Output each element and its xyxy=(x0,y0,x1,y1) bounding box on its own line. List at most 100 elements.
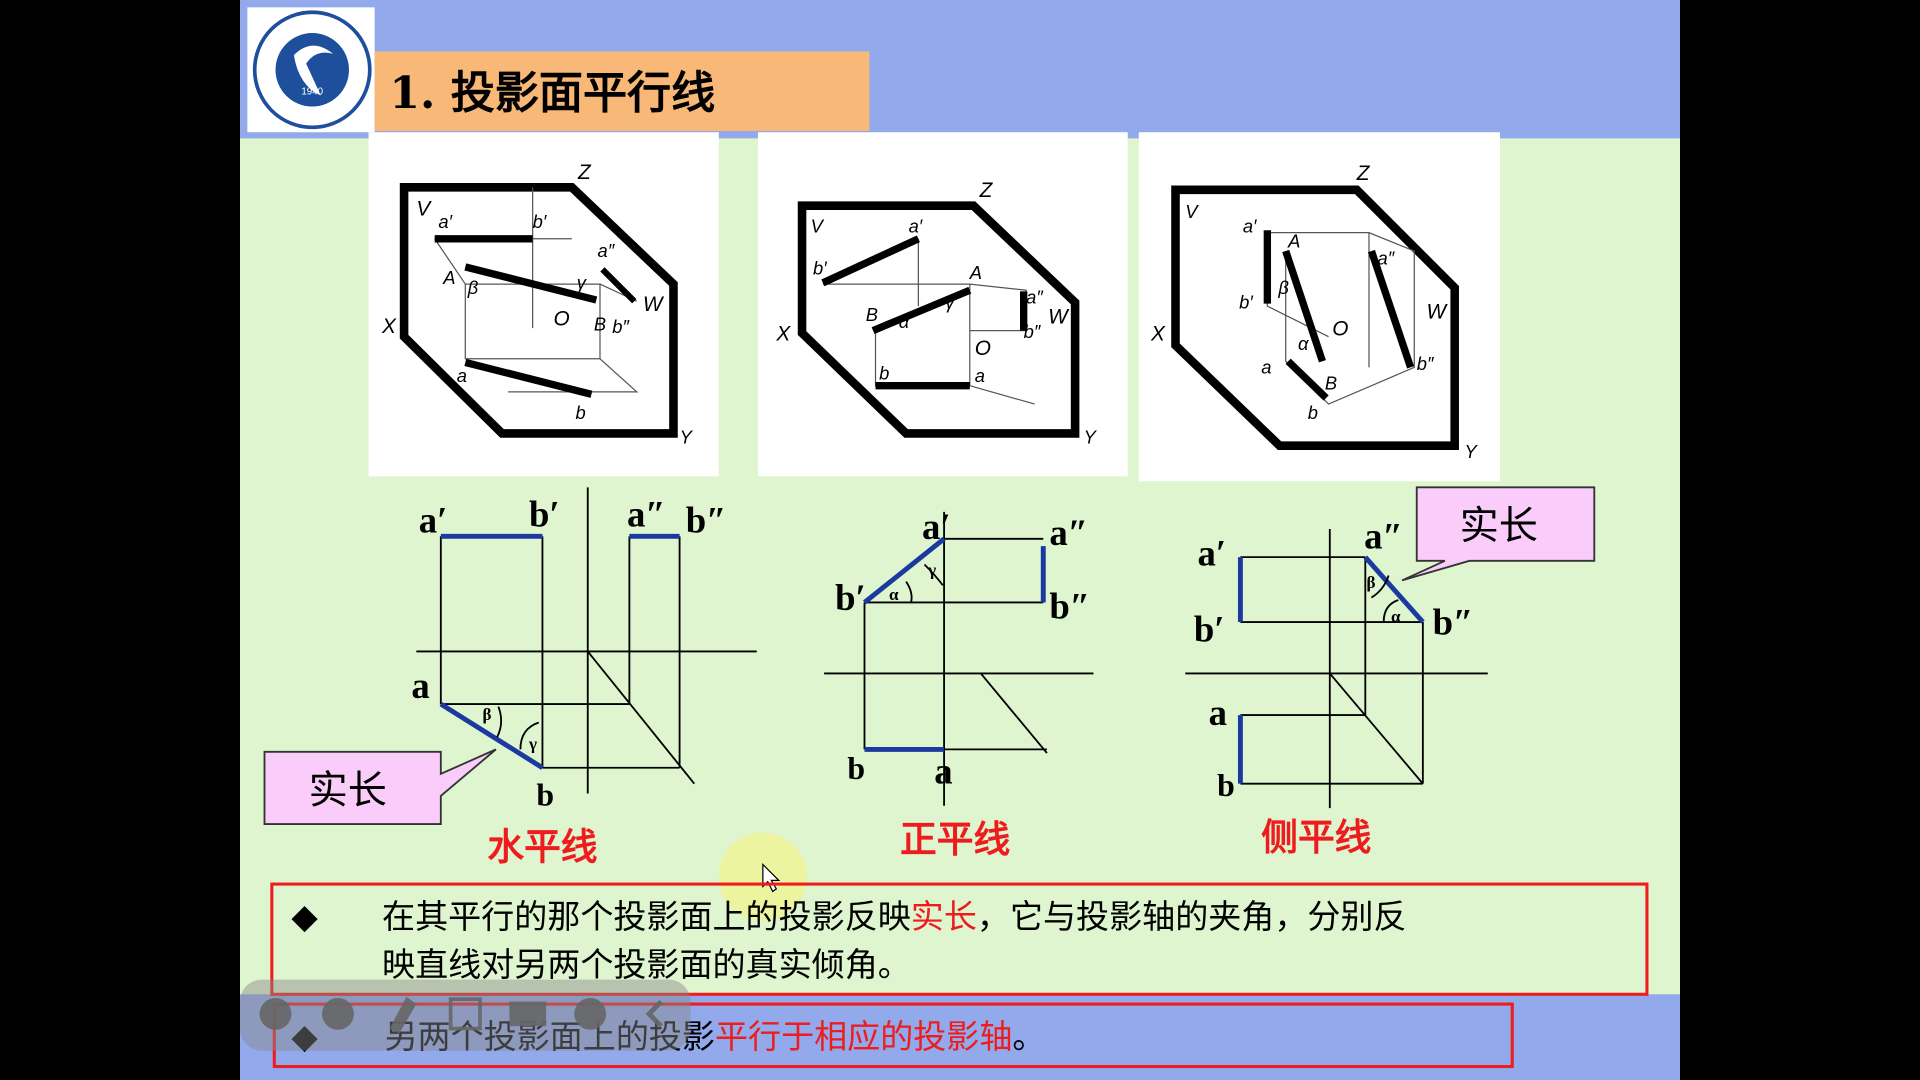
svg-text:γ: γ xyxy=(927,561,936,580)
university-logo: 1940 xyxy=(247,7,375,133)
svg-text:a: a xyxy=(934,751,952,792)
diamond-bullet-icon: ◆ xyxy=(291,897,318,937)
projection-frontal-line xyxy=(824,511,1094,806)
next-icon[interactable] xyxy=(322,997,354,1030)
bullet-box-2 xyxy=(272,1002,1514,1069)
svg-text:B: B xyxy=(594,314,606,335)
svg-text:a′: a′ xyxy=(922,506,951,547)
svg-text:b: b xyxy=(1217,768,1235,803)
svg-text:b′: b′ xyxy=(1194,609,1225,650)
svg-text:a″: a″ xyxy=(1364,516,1403,557)
svg-text:V: V xyxy=(811,216,825,237)
svg-text:a″: a″ xyxy=(1049,512,1088,553)
svg-text:b″: b″ xyxy=(1049,585,1090,626)
callout-true-length: 实长 xyxy=(263,748,497,825)
svg-text:b′: b′ xyxy=(1239,292,1253,313)
svg-text:Z: Z xyxy=(1356,162,1371,185)
svg-text:b: b xyxy=(1308,402,1318,423)
svg-text:Y: Y xyxy=(1084,426,1098,447)
diamond-bullet-icon: ◆ xyxy=(291,1017,318,1057)
svg-text:b″: b″ xyxy=(1024,321,1042,342)
presentation-toolbar xyxy=(240,979,691,1051)
svg-text:b′: b′ xyxy=(529,494,560,535)
svg-text:b′: b′ xyxy=(533,211,547,232)
svg-text:X: X xyxy=(775,322,791,345)
svg-text:b″: b″ xyxy=(1417,353,1435,374)
label-horizontal-line: 水平线 xyxy=(487,826,597,869)
previous-icon[interactable] xyxy=(259,997,292,1030)
svg-text:β: β xyxy=(1367,573,1376,592)
pen-icon[interactable] xyxy=(389,996,417,1034)
svg-text:α: α xyxy=(1391,607,1401,626)
svg-text:γ: γ xyxy=(528,734,537,753)
svg-text:Z: Z xyxy=(979,179,994,202)
svg-text:B: B xyxy=(866,304,878,325)
svg-text:A: A xyxy=(1287,230,1300,251)
svg-text:b″: b″ xyxy=(612,316,630,337)
svg-text:a″: a″ xyxy=(1378,247,1396,268)
svg-text:O: O xyxy=(975,337,991,360)
svg-text:V: V xyxy=(416,198,432,221)
bullet-box-1 xyxy=(270,882,1649,996)
svg-text:1940: 1940 xyxy=(301,86,323,97)
svg-text:W: W xyxy=(1048,305,1070,328)
svg-text:O: O xyxy=(1332,318,1348,341)
camera-icon[interactable] xyxy=(509,1001,547,1027)
slide-title: 1. 投影面平行线 xyxy=(389,68,715,119)
svg-text:β: β xyxy=(482,705,491,724)
svg-text:A: A xyxy=(969,262,982,283)
svg-text:X: X xyxy=(1150,322,1166,345)
svg-text:实长: 实长 xyxy=(309,768,387,813)
svg-text:b: b xyxy=(847,751,865,786)
svg-text:O: O xyxy=(553,308,569,331)
svg-text:Y: Y xyxy=(1464,441,1478,462)
label-profile-line: 侧平线 xyxy=(1261,816,1371,859)
back-icon[interactable] xyxy=(645,999,663,1028)
svg-text:a′: a′ xyxy=(909,216,923,237)
svg-text:a: a xyxy=(457,365,467,386)
projection-horizontal-line xyxy=(416,487,757,794)
more-icon[interactable] xyxy=(574,997,607,1030)
svg-text:a″: a″ xyxy=(598,240,616,261)
svg-text:b″: b″ xyxy=(686,500,727,541)
label-frontal-line: 正平线 xyxy=(900,818,1010,861)
svg-text:a′: a′ xyxy=(1243,216,1257,237)
svg-text:b′: b′ xyxy=(835,577,866,618)
svg-text:a″: a″ xyxy=(627,494,666,535)
title-banner xyxy=(374,51,870,132)
svg-text:Z: Z xyxy=(577,161,592,184)
svg-text:a: a xyxy=(411,665,429,706)
screenshot-icon[interactable] xyxy=(448,997,482,1031)
svg-text:实长: 实长 xyxy=(1460,504,1538,549)
svg-text:a′: a′ xyxy=(1198,533,1227,574)
svg-text:b′: b′ xyxy=(813,257,827,278)
svg-text:a″: a″ xyxy=(1026,287,1044,308)
svg-text:a: a xyxy=(1209,692,1227,733)
pictorial-profile-line: ZV a′A a″b′ βO WX αa Bb″ bY xyxy=(1138,132,1500,482)
svg-text:b: b xyxy=(879,363,889,384)
bullet-2-text: 另两个投影面上的投影平行于相应的投影轴。 xyxy=(384,1017,1045,1056)
bullet-1-line-1: 在其平行的那个投影面上的投影反映实长，它与投影轴的夹角，分别反 xyxy=(382,897,1407,936)
svg-text:β: β xyxy=(467,277,479,298)
svg-text:b: b xyxy=(576,402,586,423)
svg-text:α: α xyxy=(1298,333,1309,354)
svg-text:a′: a′ xyxy=(419,500,448,541)
svg-text:β: β xyxy=(1277,277,1289,298)
svg-text:Y: Y xyxy=(680,426,694,447)
svg-text:a: a xyxy=(975,365,985,386)
svg-text:W: W xyxy=(643,293,665,316)
svg-text:b: b xyxy=(536,778,554,813)
svg-text:γ: γ xyxy=(945,292,956,313)
svg-text:γ: γ xyxy=(577,272,588,293)
mouse-cursor-icon xyxy=(762,863,781,893)
svg-text:B: B xyxy=(1325,372,1337,393)
svg-text:a: a xyxy=(1261,356,1271,377)
svg-text:a′: a′ xyxy=(438,211,452,232)
callout-true-length-2: 实长 xyxy=(1401,486,1596,582)
bullet-1-line-2: 映直线对另两个投影面的真实倾角。 xyxy=(382,945,911,984)
svg-text:A: A xyxy=(442,267,455,288)
svg-text:W: W xyxy=(1427,300,1449,323)
